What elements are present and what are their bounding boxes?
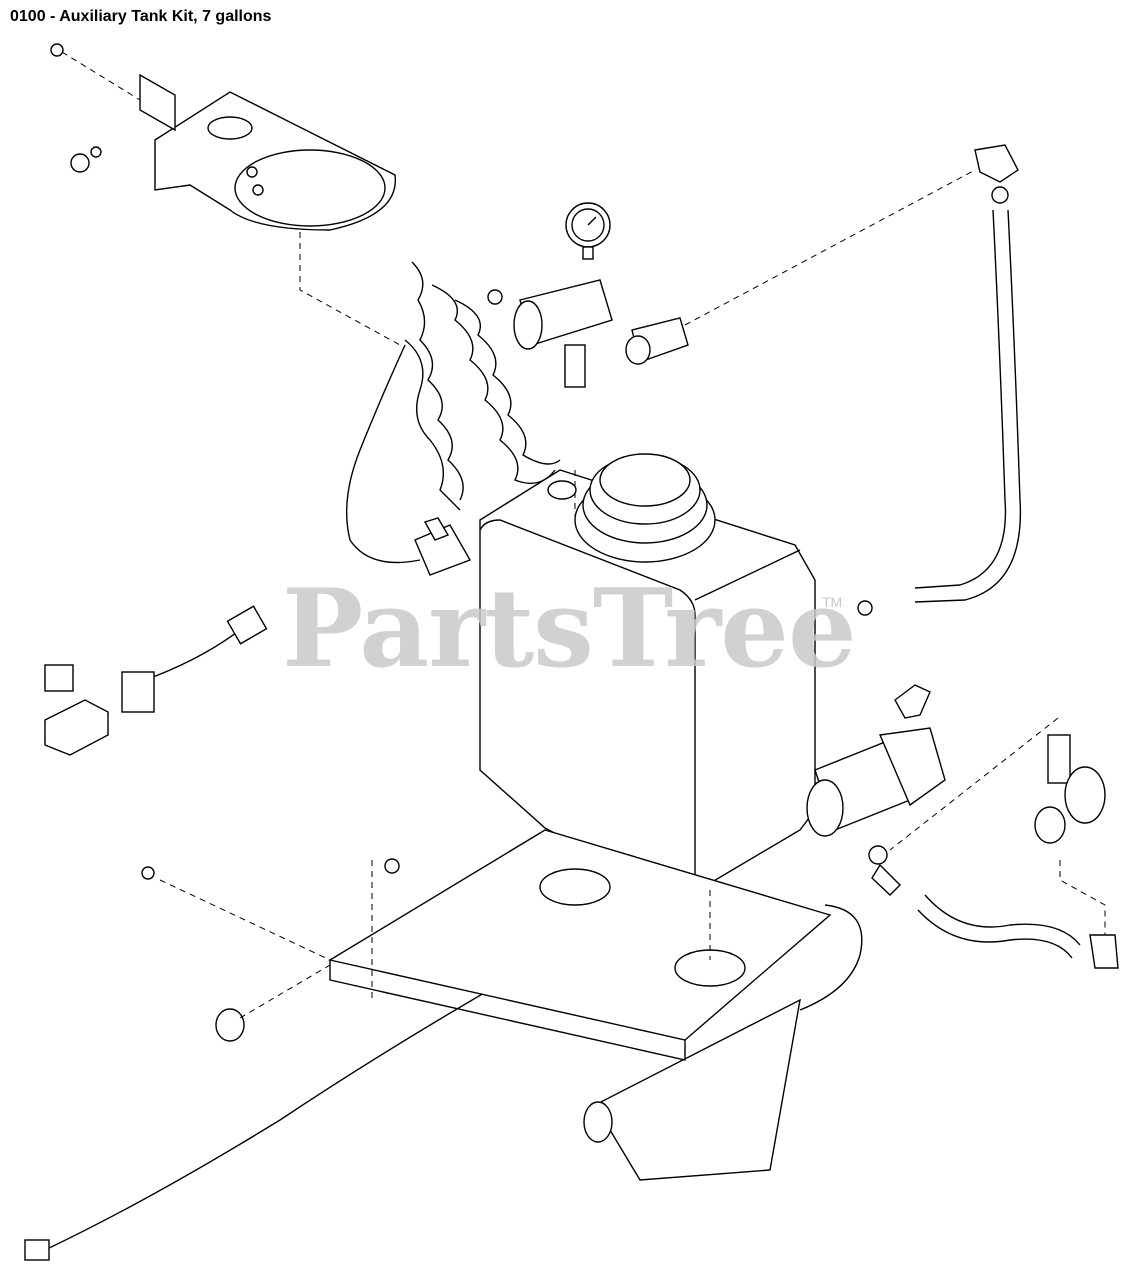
pressure-regulator-valve[interactable]: [487, 279, 613, 350]
power-cable[interactable]: [24, 957, 546, 1261]
tank-mounting-frame[interactable]: [328, 829, 863, 1181]
supply-hose[interactable]: [914, 209, 1022, 603]
return-hose[interactable]: [917, 894, 1081, 959]
relay[interactable]: [44, 664, 74, 692]
grommet[interactable]: [215, 1008, 245, 1042]
pressure-gauge[interactable]: [565, 202, 611, 260]
hose-clamp-top-right[interactable]: [991, 186, 1009, 204]
tee-fitting[interactable]: [625, 317, 689, 365]
tank-mounting-bracket[interactable]: [139, 73, 396, 231]
rocker-switch[interactable]: [44, 699, 109, 756]
electric-pump[interactable]: [806, 727, 946, 837]
spray-nozzle[interactable]: [414, 517, 472, 576]
pump-elbow-fitting[interactable]: [894, 684, 931, 719]
pump-outlet-elbow[interactable]: [868, 845, 901, 896]
trademark-symbol: TM: [822, 594, 843, 610]
elbow-fitting-top-right[interactable]: [974, 144, 1019, 183]
carriage-bolt[interactable]: [141, 866, 155, 880]
tank-bulkhead-fitting[interactable]: [547, 480, 577, 500]
coiled-spray-hose[interactable]: [346, 261, 561, 564]
return-elbow-fitting[interactable]: [1089, 934, 1119, 969]
auxiliary-tank-7-gallon[interactable]: [479, 469, 816, 896]
hose-clamp-pump[interactable]: [857, 600, 873, 616]
frame-nut[interactable]: [384, 858, 400, 874]
bracket-bolt[interactable]: [70, 146, 102, 173]
tank-fill-cap[interactable]: [574, 453, 716, 563]
pipe-nipple-upper[interactable]: [564, 344, 586, 388]
bracket-nut[interactable]: [50, 43, 64, 57]
diagram-title: 0100 - Auxiliary Tank Kit, 7 gallons: [10, 8, 272, 25]
pressure-relief-valve[interactable]: [1034, 734, 1106, 844]
wiring-harness[interactable]: [121, 605, 268, 713]
partstree-watermark: PartsTree: [282, 566, 857, 692]
